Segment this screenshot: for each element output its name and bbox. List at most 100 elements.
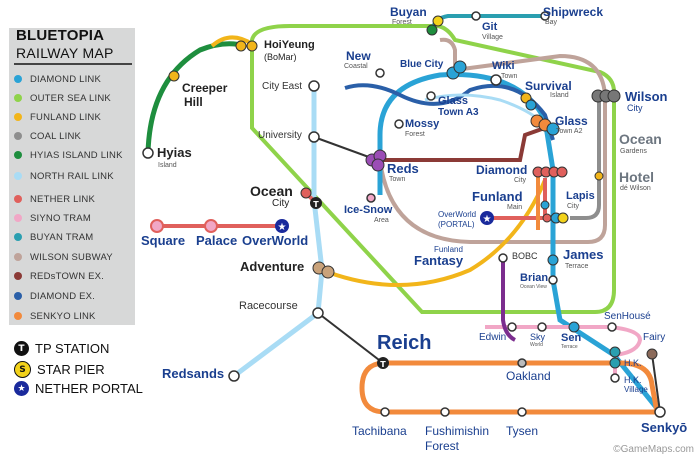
legend-item-senkyo-link: SENKYO LINK [14, 309, 96, 323]
station-ocean-gardens-sub: Gardens [620, 148, 647, 155]
station-ocean-city-sub: City [272, 198, 290, 209]
legend-symbol-nether-portal: ★NETHER PORTAL [14, 381, 143, 396]
station-funland-main-sub: Main [507, 204, 523, 211]
station-fushimishin-sub: Forest [425, 439, 460, 453]
station-james-sub: Terrace [565, 263, 589, 270]
station-mossy: Mossy [405, 118, 440, 130]
nether-portal-markers: ★ ★ [275, 211, 494, 233]
station-creeper: Creeper [182, 81, 228, 95]
station-reich: Reich [377, 332, 432, 354]
station-brian: Brian [520, 272, 549, 284]
station-brian-sub: Ocean View [520, 284, 547, 290]
senkyo-link [359, 360, 661, 415]
station-git: Git [482, 21, 498, 33]
station-mossy-sub: Forest [405, 131, 425, 138]
wilson-subway [378, 37, 607, 244]
station-wiki-sub: Town [501, 73, 518, 80]
station-hoiyeung: HoiYeung [264, 39, 315, 51]
legend-item-outer-sea-link: OUTER SEA LINK [14, 91, 111, 105]
station-glass-a3-sub: Town A3 [438, 107, 479, 118]
station-oakland: Oakland [506, 369, 551, 383]
legend-panel [9, 28, 135, 325]
star-pier-icon: S [14, 361, 31, 378]
svg-text:★: ★ [278, 222, 287, 233]
station-wilson: Wilson [625, 89, 668, 104]
station-hk: H.K. [624, 358, 642, 368]
station-hotel: Hotel [619, 169, 654, 185]
station-lapis: Lapis [566, 190, 595, 202]
north-rail-university [313, 136, 378, 161]
station-hyias-sub: Island [158, 162, 177, 169]
station-sky: Sky [530, 332, 546, 342]
station-tachibana: Tachibana [352, 424, 407, 438]
station-redsands: Redsands [162, 366, 225, 381]
station-palace: Palace [196, 233, 238, 248]
station-university: University [258, 130, 302, 141]
diamond-ex [344, 83, 555, 141]
station-new-coastal-sub: Coastal [344, 63, 368, 70]
station-fairy: Fairy [643, 332, 666, 343]
svg-text:T: T [380, 360, 386, 369]
legend-item-buyan-tram: BUYAN TRAM [14, 230, 93, 244]
station-new-coastal: New [346, 49, 371, 63]
svg-text:T: T [313, 200, 319, 209]
station-reds: Reds [387, 161, 419, 176]
legend-item-coal-link: COAL LINK [14, 129, 81, 143]
station-hk-village: H.K. [624, 375, 642, 385]
station-sky-sub: World [530, 342, 543, 348]
svg-text:★: ★ [483, 214, 492, 225]
bobc-branch [501, 258, 516, 342]
station-ice-snow-sub: Area [374, 217, 389, 224]
station-fushimishin: Fushimishin [425, 424, 490, 438]
hyias-island-link [145, 41, 246, 154]
station-ocean-city: Ocean [250, 183, 293, 199]
station-edwin: Edwin [479, 332, 507, 343]
legend-subtitle: RAILWAY MAP [16, 45, 114, 61]
station-funland-fantasy: Funland [434, 245, 463, 254]
station-hoiyeung-sub: (BoMar) [264, 52, 297, 62]
station-blue-city: Blue City [400, 59, 444, 70]
station-sen: Sen [561, 332, 582, 344]
legend-item-funland-link: FUNLAND LINK [14, 110, 101, 124]
station-ice-snow: Ice-Snow [344, 204, 393, 216]
station-funland-main: Funland [472, 189, 523, 204]
funland-link [321, 179, 547, 287]
station-james: James [563, 247, 604, 262]
station-glass-a3: Glass [438, 95, 468, 107]
station-buyan: Buyan [390, 5, 427, 19]
station-overworld: OverWorld [242, 233, 309, 248]
legend-item-hyias-island-link: HYIAS ISLAND LINK [14, 148, 123, 162]
station-glass-a2-sub: Town A2 [556, 128, 583, 135]
station-adventure: Adventure [240, 259, 305, 274]
station-senkyo: Senkyō [641, 420, 688, 435]
station-survival-sub: Island [550, 92, 569, 99]
reich-connector [317, 312, 384, 364]
station-reds-sub: Town [389, 176, 406, 183]
station-hyias: Hyias [157, 145, 192, 160]
legend-item-nether-link: NETHER LINK [14, 192, 95, 206]
station-hk-village-sub: Village [624, 385, 648, 394]
station-fantasy: Fantasy [414, 253, 464, 268]
station-city-east: City East [262, 81, 303, 92]
redstown-ex [377, 123, 554, 162]
station-glass-a2: Glass [555, 114, 588, 128]
legend-divider [14, 63, 132, 65]
outer-sea-link [250, 24, 616, 314]
fairy-connector [651, 353, 661, 413]
station-wilson-sub: City [627, 103, 643, 113]
station-buyan-sub: Forest [392, 19, 412, 26]
coal-link [570, 96, 601, 220]
station-diamond-sub: City [514, 177, 527, 184]
station-shipwreck-sub: Bay [545, 19, 558, 26]
station-hotel-sub: dé Wilson [620, 185, 651, 192]
station-overworld-portal: OverWorld [438, 210, 477, 219]
legend-item-siyno-tram: SIYNO TRAM [14, 211, 91, 225]
legend-item-north-rail-link: NORTH RAIL LINK [14, 169, 114, 183]
station-lapis-sub: City [567, 203, 580, 210]
legend-item-wilson-subway: WILSON SUBWAY [14, 250, 113, 264]
legend-item-diamond-ex: DIAMOND EX. [14, 289, 95, 303]
station-senhouse: SenHousé [604, 311, 651, 322]
tp-station-icon: T [14, 341, 29, 356]
